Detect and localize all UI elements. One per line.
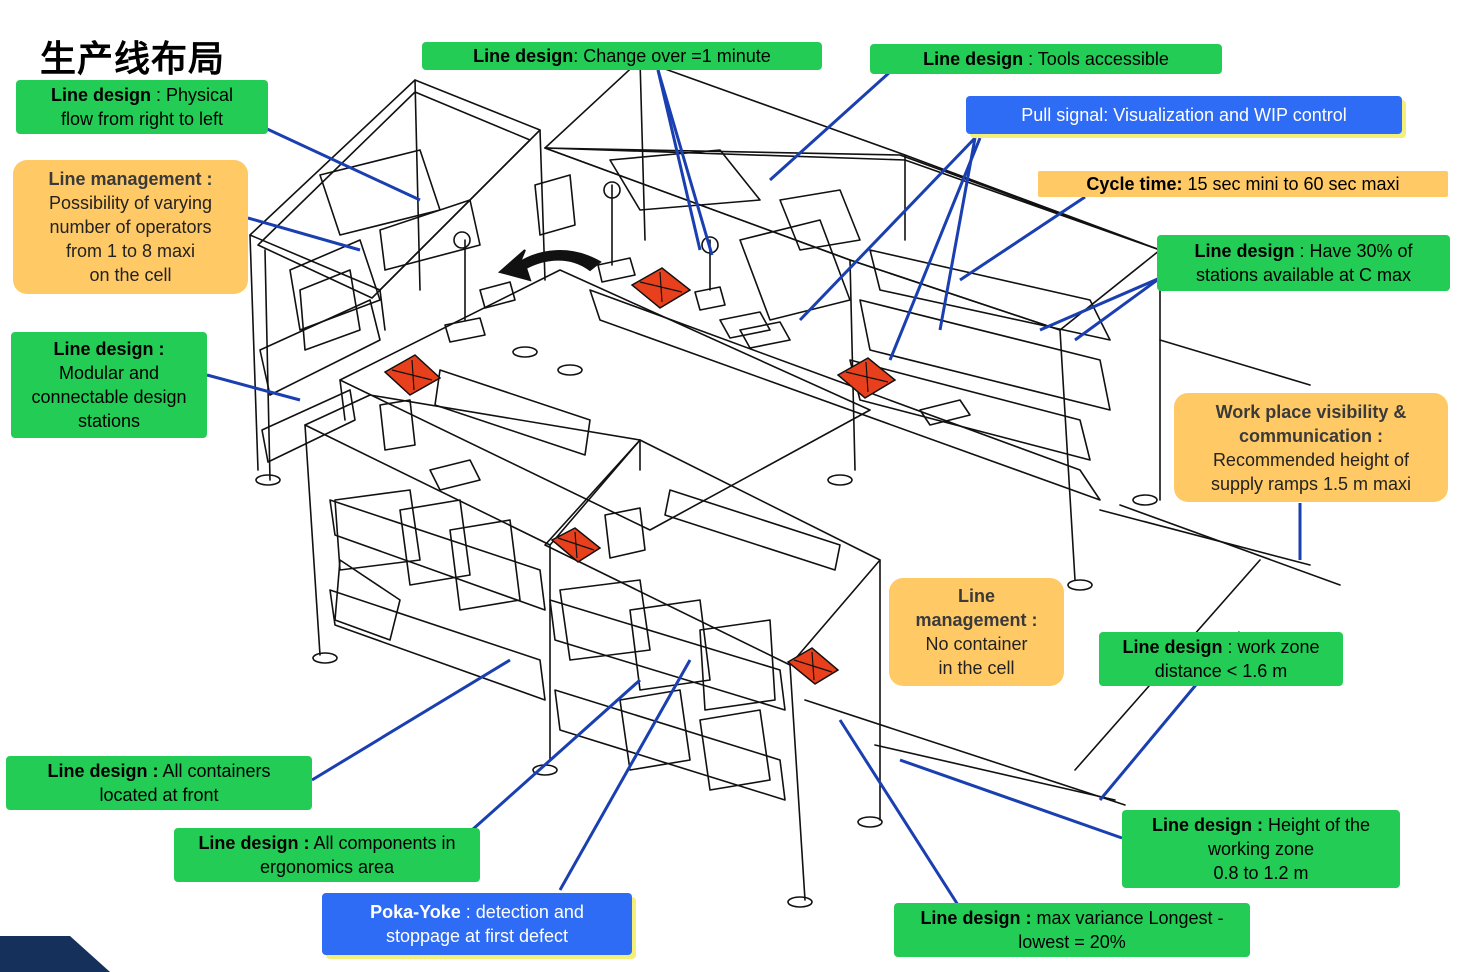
- station-front-right: [544, 439, 883, 908]
- label-bold: management :: [915, 610, 1038, 630]
- label-text: located at front: [99, 785, 219, 805]
- label-bold: Line management :: [48, 169, 213, 189]
- station-back-left: [249, 79, 546, 486]
- label-bold: Line design :: [198, 833, 310, 853]
- label-text: Height of the: [1262, 815, 1371, 835]
- label-varying-operators: Line management : Possibility of varying…: [13, 160, 248, 294]
- label-text: : Change over =1 minute: [573, 46, 771, 66]
- label-bold: Poka-Yoke: [370, 902, 461, 922]
- label-text: number of operators: [49, 217, 212, 237]
- label-bold: Line design: [1194, 241, 1295, 261]
- label-max-variance: Line design : max variance Longest - low…: [894, 903, 1250, 957]
- label-bold: Line design: [50, 85, 151, 105]
- label-bold: Line design :: [920, 908, 1032, 928]
- label-no-container: Line management : No container in the ce…: [889, 578, 1064, 686]
- label-text: All components in: [309, 833, 456, 853]
- corner-accent: [0, 936, 110, 972]
- label-text: : work zone: [1222, 637, 1320, 657]
- label-text: : Physical: [150, 85, 234, 105]
- label-text: Recommended height of: [1212, 449, 1410, 470]
- label-text: lowest = 20%: [1018, 932, 1126, 952]
- label-text: 0.8 to 1.2 m: [1213, 863, 1309, 883]
- label-bold: Work place visibility &: [1215, 401, 1407, 422]
- label-poka-yoke: Poka-Yoke : detection and stoppage at fi…: [322, 893, 632, 955]
- workstation-sketch: [249, 59, 1341, 908]
- label-text: ergonomics area: [259, 857, 395, 877]
- kanban-marker-icon: [786, 647, 840, 685]
- kanban-marker-icon: [383, 354, 442, 396]
- label-bold: Line design: [923, 49, 1024, 69]
- label-pull-signal: Pull signal: Visualization and WIP contr…: [966, 96, 1402, 134]
- label-tools-accessible: Line design : Tools accessible: [870, 44, 1222, 74]
- label-text: connectable design: [31, 387, 187, 407]
- label-cycle-time: Cycle time: 15 sec mini to 60 sec maxi: [1038, 171, 1448, 197]
- label-text: distance < 1.6 m: [1154, 661, 1288, 681]
- documents: [379, 174, 646, 559]
- label-text: : detection and: [460, 902, 584, 922]
- kanban-marker-icon: [630, 267, 692, 309]
- label-bold: Line design: [473, 46, 574, 66]
- label-text: Pull signal: Visualization and WIP contr…: [1021, 105, 1347, 125]
- label-change-over: Line design: Change over =1 minute: [422, 42, 822, 70]
- station-middle-table: [339, 269, 971, 571]
- label-bold: Line: [957, 586, 995, 606]
- callout-connectors: [206, 69, 1302, 906]
- label-bold: Line design :: [1151, 815, 1263, 835]
- label-physical-flow: Line design : Physical flow from right t…: [16, 80, 268, 134]
- label-bold: Line design: [1122, 637, 1223, 657]
- label-text: stations available at C max: [1195, 265, 1412, 285]
- pull-signal-markers: [383, 267, 897, 685]
- label-text: Possibility of varying: [48, 193, 213, 213]
- label-text: : Have 30% of: [1294, 241, 1413, 261]
- label-text: on the cell: [89, 265, 172, 285]
- label-text: in the cell: [938, 658, 1015, 678]
- label-text: working zone: [1207, 839, 1315, 859]
- label-bold: Cycle time:: [1086, 174, 1183, 194]
- label-text: No container: [925, 634, 1028, 654]
- flow-arrow-icon: [497, 249, 602, 282]
- label-height-zone: Line design : Height of the working zone…: [1122, 810, 1400, 888]
- label-bold: Line design :: [53, 339, 165, 359]
- label-text: supply ramps 1.5 m maxi: [1210, 473, 1412, 494]
- label-text: from 1 to 8 maxi: [65, 241, 196, 261]
- label-text: flow from right to left: [60, 109, 224, 129]
- label-work-zone: Line design : work zone distance < 1.6 m: [1099, 632, 1343, 686]
- label-text: Modular and: [58, 363, 160, 383]
- label-bold: communication :: [1238, 425, 1383, 446]
- label-containers-front: Line design : All containers located at …: [6, 756, 312, 810]
- label-text: 15 sec mini to 60 sec maxi: [1182, 174, 1400, 194]
- label-modular: Line design : Modular and connectable de…: [11, 332, 207, 438]
- label-text: stoppage at first defect: [385, 926, 569, 946]
- label-components-ergonomics: Line design : All components in ergonomi…: [174, 828, 480, 882]
- kanban-marker-icon: [550, 527, 602, 563]
- label-text: stations: [77, 411, 141, 431]
- label-stations-available: Line design : Have 30% of stations avail…: [1157, 235, 1450, 291]
- page-title: 生产线布局: [40, 39, 226, 80]
- label-bold: Line design :: [47, 761, 159, 781]
- label-text: All containers: [158, 761, 271, 781]
- kanban-marker-icon: [836, 357, 897, 399]
- label-visibility: Work place visibility & communication : …: [1174, 393, 1448, 502]
- label-text: max variance Longest -: [1031, 908, 1224, 928]
- station-front-left: [304, 394, 641, 776]
- label-text: : Tools accessible: [1023, 49, 1169, 69]
